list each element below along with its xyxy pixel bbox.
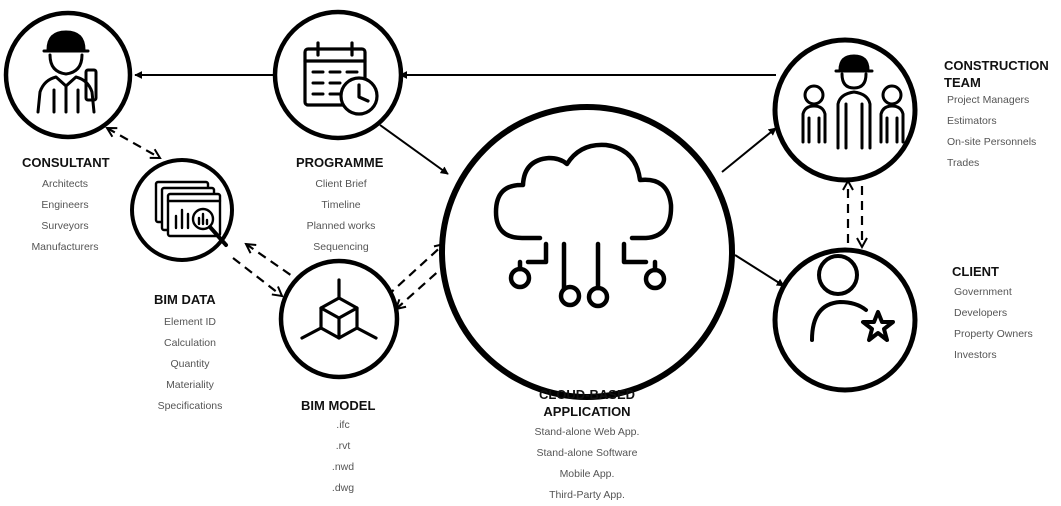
list-item: .rvt xyxy=(335,440,351,452)
arrow-programme-to-cloud xyxy=(379,124,449,175)
bim-data-title: BIM DATA xyxy=(154,292,216,307)
list-item: Timeline xyxy=(321,199,361,211)
arrow-cloud-to-client xyxy=(734,254,785,287)
bim-data-list: Element ID Calculation Quantity Material… xyxy=(150,312,230,417)
engineer-worker-icon xyxy=(36,30,98,114)
list-item: .ifc xyxy=(336,419,350,431)
arrow-cloud-to-team xyxy=(721,127,777,173)
consultant-title: CONSULTANT xyxy=(22,155,110,170)
list-item: Element ID xyxy=(164,316,216,328)
cloud-title-line2: APPLICATION xyxy=(543,404,631,419)
cloud-circle xyxy=(439,104,735,400)
bim-model-title: BIM MODEL xyxy=(301,398,376,413)
list-item: Project Managers xyxy=(947,94,1030,106)
data-analysis-icon xyxy=(154,180,228,247)
construction-team-title: CONSTRUCTION TEAM xyxy=(944,57,1049,91)
construction-team-icon xyxy=(801,54,905,150)
client-circle xyxy=(772,247,918,393)
list-item: Third-Party App. xyxy=(549,489,625,501)
list-item: Investors xyxy=(954,349,997,361)
list-item: Mobile App. xyxy=(559,468,615,480)
list-item: Manufacturers xyxy=(31,241,99,253)
list-item: Materiality xyxy=(166,379,214,391)
list-item: .nwd xyxy=(331,461,355,473)
cloud-list: Stand-alone Web App. Stand-alone Softwar… xyxy=(527,422,647,506)
list-item: .dwg xyxy=(331,482,355,494)
dashed-bimdata-bimmodel-b xyxy=(232,257,282,296)
list-item: Developers xyxy=(954,307,1008,319)
programme-list: Client Brief Timeline Planned works Sequ… xyxy=(296,174,386,258)
cloud-network-icon xyxy=(493,142,674,309)
list-item: Surveyors xyxy=(41,220,89,232)
list-item: Property Owners xyxy=(954,328,1033,340)
programme-title: PROGRAMME xyxy=(296,155,384,170)
cloud-title-line1: CLOUD-BASED xyxy=(538,387,636,402)
list-item: Stand-alone Web App. xyxy=(534,426,640,438)
dashed-consultant-bimdata xyxy=(107,128,160,158)
list-item: Engineers xyxy=(41,199,89,211)
consultant-list: Architects Engineers Surveyors Manufactu… xyxy=(22,174,108,258)
node-circles xyxy=(3,9,918,400)
list-item: Calculation xyxy=(164,337,216,349)
list-item: Quantity xyxy=(170,358,210,370)
programme-circle xyxy=(272,9,404,141)
construction-team-title-line1: CONSTRUCTION xyxy=(944,58,1049,73)
list-item: Planned works xyxy=(306,220,376,232)
dashed-bimmodel-cloud-a xyxy=(386,244,444,297)
client-list: Government Developers Property Owners In… xyxy=(954,282,1033,366)
construction-team-list: Project Managers Estimators On-site Pers… xyxy=(947,90,1036,174)
list-item: Client Brief xyxy=(315,178,367,190)
list-item: On-site Personnels xyxy=(947,136,1037,148)
list-item: Government xyxy=(954,286,1012,298)
calendar-clock-icon xyxy=(303,41,379,116)
list-item: Stand-alone Software xyxy=(536,447,638,459)
list-item: Specifications xyxy=(157,400,223,412)
list-item: Estimators xyxy=(947,115,997,127)
dashed-bimdata-bimmodel-a xyxy=(246,244,296,279)
3d-cube-icon xyxy=(300,278,378,340)
client-title: CLIENT xyxy=(952,264,999,279)
bim-model-list: .ifc .rvt .nwd .dwg xyxy=(313,415,373,499)
list-item: Trades xyxy=(947,157,980,169)
construction-team-title-line2: TEAM xyxy=(944,75,981,90)
list-item: Architects xyxy=(41,178,89,190)
connectors xyxy=(107,71,862,309)
cloud-title: CLOUD-BASED APPLICATION xyxy=(527,386,647,420)
list-item: Sequencing xyxy=(313,241,369,253)
user-star-icon xyxy=(810,254,895,342)
